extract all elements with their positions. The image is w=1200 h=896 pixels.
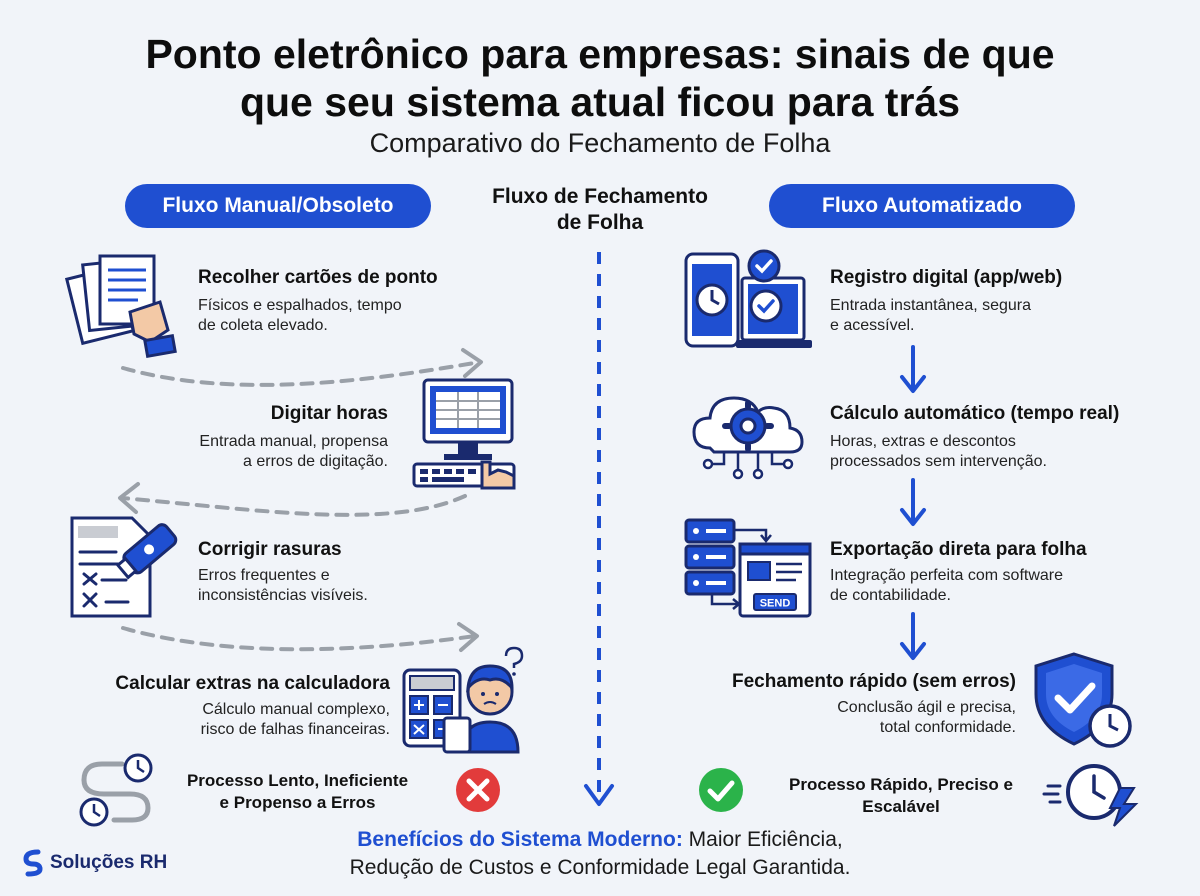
auto-step-2-desc: Horas, extras e descontos processados se… (830, 432, 1047, 472)
timecards-icon (64, 254, 177, 359)
server-export-icon: SEND (684, 518, 812, 618)
center-flow-heading-line2: de Folha (556, 211, 644, 234)
manual-connector-3 (121, 622, 479, 652)
computer-keyboard-icon (412, 378, 516, 490)
auto-step-3-desc: Integração perfeita com software de cont… (830, 566, 1063, 606)
auto-arrow-1 (900, 345, 926, 393)
manual-step-4-desc: Cálculo manual complexo, risco de falhas… (60, 700, 390, 740)
manual-step-2-desc: Entrada manual, propensa a erros de digi… (150, 432, 388, 472)
page-subtitle: Comparativo do Fechamento de Folha (369, 128, 831, 158)
manual-conclusion: Processo Lento, Ineficiente e Propenso a… (170, 770, 425, 814)
auto-conclusion-line1: Processo Rápido, Preciso e (789, 775, 1013, 794)
manual-connector-1 (121, 348, 483, 387)
devices-check-icon (684, 249, 812, 348)
auto-step-2-desc-line2: processados sem intervenção. (830, 453, 1047, 470)
auto-flow-label: Fluxo Automatizado (769, 184, 1075, 228)
auto-step-2-desc-line1: Horas, extras e descontos (830, 433, 1016, 450)
auto-arrow-3 (900, 612, 926, 660)
benefits-text-line1: Maior Eficiência, (682, 828, 843, 851)
manual-step-3-title: Corrigir rasuras (198, 539, 342, 560)
page-title-line1: Ponto eletrônico para empresas: sinais d… (145, 31, 1055, 77)
manual-step-2-title: Digitar horas (270, 403, 388, 424)
center-flow-arrow (584, 252, 614, 806)
auto-step-4-title: Fechamento rápido (sem erros) (731, 671, 1016, 692)
auto-step-2-title: Cálculo automático (tempo real) (830, 403, 1120, 424)
calculator-person-icon (402, 646, 524, 754)
manual-step-3-desc: Erros frequentes e inconsistências visív… (198, 566, 368, 606)
manual-conclusion-line1: Processo Lento, Ineficiente (186, 771, 409, 790)
fast-clock-icon (1042, 764, 1139, 827)
auto-step-4-desc-line2: total conformidade. (879, 719, 1016, 736)
auto-step-1-title: Registro digital (app/web) (830, 267, 1063, 288)
manual-step-3-desc-line1: Erros frequentes e (198, 567, 330, 584)
auto-step-3-desc-line2: de contabilidade. (830, 587, 951, 604)
error-x-icon (456, 768, 500, 812)
auto-step-3-desc-line1: Integração perfeita com software (830, 567, 1064, 584)
manual-step-1-desc: Físicos e espalhados, tempo de coleta el… (198, 296, 402, 336)
benefits-lead: Benefícios do Sistema Moderno: (357, 828, 683, 851)
auto-step-3-title: Exportação direta para folha (830, 539, 1087, 560)
manual-step-4-desc-line1: Cálculo manual complexo, (202, 701, 390, 718)
auto-step-4-desc-line1: Conclusão ágil e precisa, (837, 699, 1016, 716)
auto-arrow-2 (900, 478, 926, 526)
manual-step-4-title: Calcular extras na calculadora (115, 673, 390, 694)
manual-step-1-desc-line2: de coleta elevado. (198, 317, 328, 334)
benefits-statement: Benefícios do Sistema Moderno: Maior Efi… (230, 826, 970, 882)
center-flow-heading: Fluxo de Fechamento de Folha (470, 184, 730, 236)
auto-step-4-desc: Conclusão ágil e precisa, total conformi… (640, 698, 1016, 738)
auto-conclusion-line2: Escalável (862, 797, 940, 816)
manual-flow-label: Fluxo Manual/Obsoleto (125, 184, 431, 228)
auto-step-1-desc-line2: e acessível. (830, 317, 915, 334)
cloud-gear-icon (692, 396, 804, 480)
manual-step-2-desc-line2: a erros de digitação. (243, 453, 388, 470)
brand: Soluções RH (22, 848, 167, 878)
manual-connector-2 (118, 482, 467, 517)
brand-logo-icon (23, 849, 43, 877)
auto-step-1-desc: Entrada instantânea, segura e acessível. (830, 296, 1031, 336)
slow-process-icon (79, 753, 153, 827)
manual-step-4-desc-line2: risco de falhas financeiras. (200, 721, 390, 738)
send-label: SEND (760, 598, 791, 610)
success-check-icon (699, 768, 743, 812)
brand-name: Soluções RH (50, 852, 168, 873)
manual-step-1-title: Recolher cartões de ponto (198, 267, 438, 288)
manual-conclusion-line2: e Propenso a Erros (219, 793, 376, 812)
shield-check-clock-icon (1034, 652, 1132, 748)
auto-step-1-desc-line1: Entrada instantânea, segura (830, 297, 1032, 314)
manual-step-1-desc-line1: Físicos e espalhados, tempo (198, 297, 402, 314)
manual-step-3-desc-line2: inconsistências visíveis. (198, 587, 368, 604)
auto-conclusion: Processo Rápido, Preciso e Escalável (770, 774, 1032, 818)
center-flow-heading-line1: Fluxo de Fechamento (492, 185, 708, 208)
manual-step-2-desc-line1: Entrada manual, propensa (199, 433, 388, 450)
correction-document-icon (70, 516, 178, 618)
benefits-text-line2: Redução de Custos e Conformidade Legal G… (349, 856, 851, 879)
page-title-line2: que seu sistema atual ficou para trás (239, 79, 961, 125)
